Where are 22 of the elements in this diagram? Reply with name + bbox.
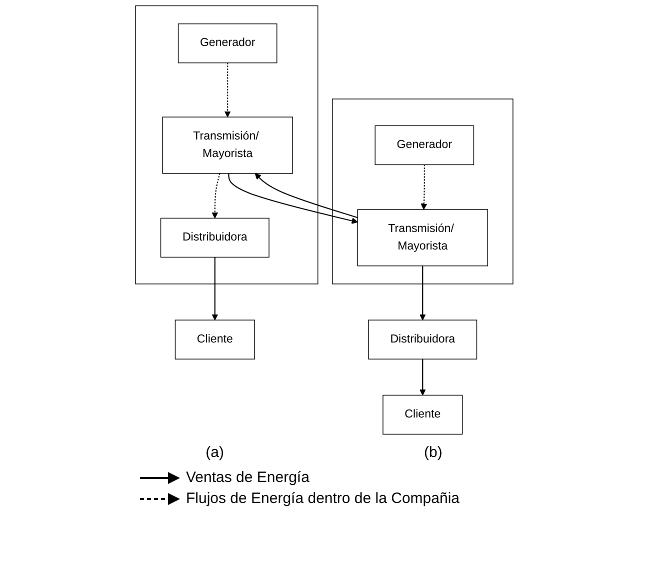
cluster <box>332 98 514 284</box>
arrow <box>419 359 426 396</box>
node-box: Cliente <box>174 320 255 360</box>
legend-text: Ventas de Energía <box>186 469 310 486</box>
arrow <box>419 266 426 320</box>
arrow <box>224 62 231 118</box>
arrow <box>228 173 358 224</box>
node-box: Distribuidora <box>160 218 270 258</box>
node-box: Cliente <box>382 394 462 435</box>
node-box: Distribuidora <box>368 320 477 360</box>
arrow <box>420 164 427 210</box>
legend-text: Flujos de Energía dentro de la Compañia <box>186 490 460 507</box>
cluster <box>134 5 318 284</box>
arrow <box>211 257 218 320</box>
node-box: Generador <box>178 23 277 64</box>
arrow <box>211 173 220 218</box>
node-box: Transmisión/ Mayorista <box>162 116 293 174</box>
panel-label: (a) <box>206 444 224 461</box>
arrow <box>254 173 358 218</box>
node-box: Generador <box>374 125 474 166</box>
panel-label: (b) <box>424 444 442 461</box>
node-box: Transmisión/ Mayorista <box>357 209 488 266</box>
